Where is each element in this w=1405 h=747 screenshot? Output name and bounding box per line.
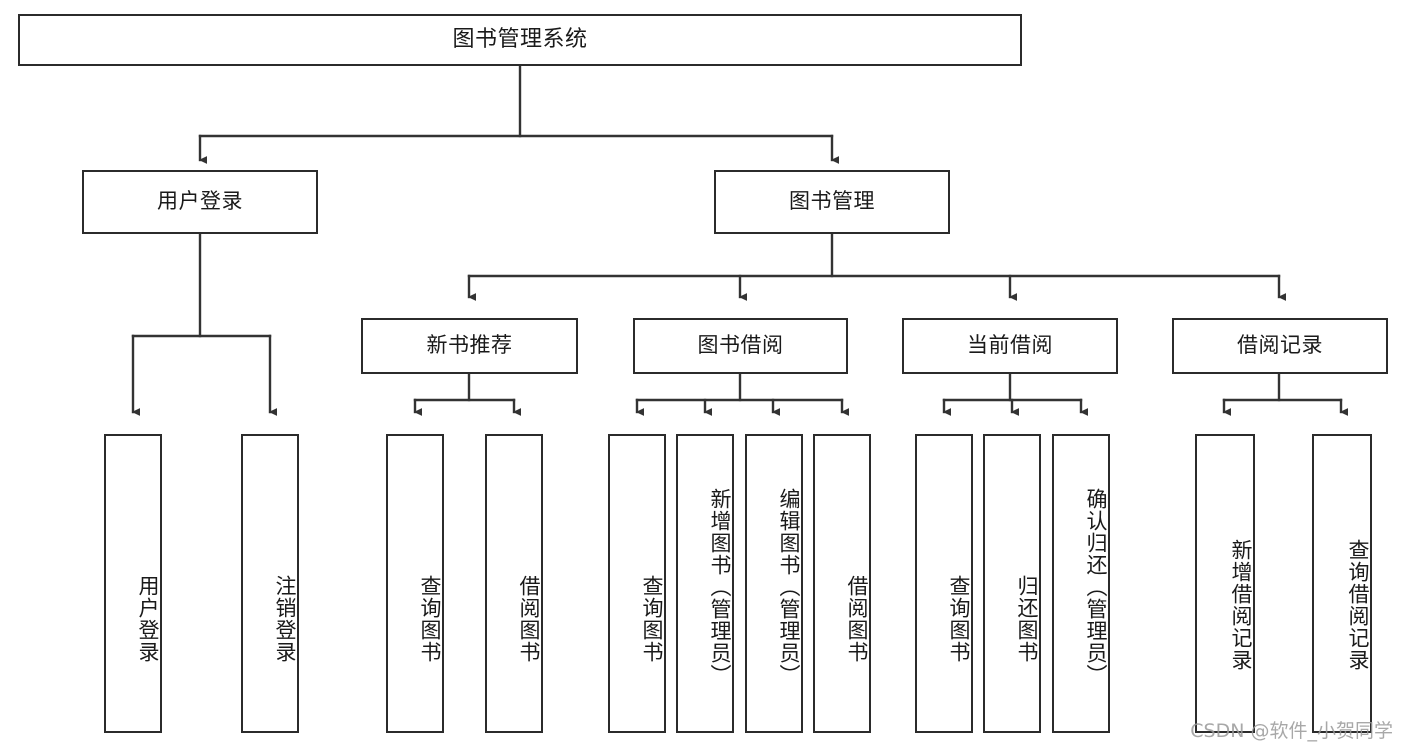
node-label: 借阅记录 xyxy=(1237,333,1323,358)
node-leaf-add-book-admin[interactable]: 新增图书（管理员） xyxy=(676,434,734,733)
node-label: 当前借阅 xyxy=(967,333,1053,358)
csdn-watermark: CSDN @软件_小贺同学 xyxy=(1190,720,1393,742)
node-label: 查询图书 xyxy=(418,574,442,663)
edge-borrow-record-to-leaves xyxy=(1222,372,1349,416)
node-user-login[interactable]: 用户登录 xyxy=(82,170,318,234)
node-leaf-query-book-borrow[interactable]: 查询图书 xyxy=(608,434,666,733)
node-label: 新增图书（管理员） xyxy=(708,487,732,686)
node-leaf-query-book-recommend[interactable]: 查询图书 xyxy=(386,434,444,733)
node-label: 查询图书 xyxy=(640,574,664,663)
node-leaf-user-login[interactable]: 用户登录 xyxy=(104,434,162,733)
node-label: 确认归还（管理员） xyxy=(1084,487,1108,686)
edge-new-book-rec-to-leaves xyxy=(413,372,522,416)
node-label: 注销登录 xyxy=(273,574,297,663)
node-label: 图书管理 xyxy=(789,189,875,214)
node-label: 用户登录 xyxy=(157,189,243,214)
node-label: 用户登录 xyxy=(136,574,160,663)
node-leaf-add-borrow-record[interactable]: 新增借阅记录 xyxy=(1195,434,1255,733)
edge-current-borrow-to-leaves xyxy=(942,372,1089,416)
node-new-book-recommend[interactable]: 新书推荐 xyxy=(361,318,578,374)
node-root-book-management-system[interactable]: 图书管理系统 xyxy=(18,14,1022,66)
node-label: 归还图书 xyxy=(1015,574,1039,663)
node-label: 新书推荐 xyxy=(426,333,513,358)
edge-user-login-to-leaves xyxy=(131,232,278,416)
node-leaf-return-book[interactable]: 归还图书 xyxy=(983,434,1041,733)
node-label: 图书管理系统 xyxy=(452,26,588,52)
node-leaf-borrow-book[interactable]: 借阅图书 xyxy=(813,434,871,733)
node-borrow-record[interactable]: 借阅记录 xyxy=(1172,318,1388,374)
node-book-management[interactable]: 图书管理 xyxy=(714,170,950,234)
node-label: 查询图书 xyxy=(947,574,971,663)
node-label: 借阅图书 xyxy=(517,574,541,663)
node-leaf-confirm-return-admin[interactable]: 确认归还（管理员） xyxy=(1052,434,1110,733)
node-label: 新增借阅记录 xyxy=(1229,538,1253,671)
node-book-borrow[interactable]: 图书借阅 xyxy=(633,318,848,374)
node-leaf-edit-book-admin[interactable]: 编辑图书（管理员） xyxy=(745,434,803,733)
node-label: 查询借阅记录 xyxy=(1346,538,1370,671)
edge-book-manage-to-level3 xyxy=(467,232,1287,301)
node-leaf-query-book-current[interactable]: 查询图书 xyxy=(915,434,973,733)
node-leaf-borrow-book-recommend[interactable]: 借阅图书 xyxy=(485,434,543,733)
node-leaf-query-borrow-record[interactable]: 查询借阅记录 xyxy=(1312,434,1372,733)
node-label: 图书借阅 xyxy=(697,333,784,358)
node-current-borrow[interactable]: 当前借阅 xyxy=(902,318,1118,374)
node-label: 借阅图书 xyxy=(845,574,869,663)
node-leaf-logout[interactable]: 注销登录 xyxy=(241,434,299,733)
edge-root-to-level2 xyxy=(198,64,840,164)
edge-book-borrow-to-leaves xyxy=(635,372,850,416)
node-label: 编辑图书（管理员） xyxy=(777,487,801,686)
